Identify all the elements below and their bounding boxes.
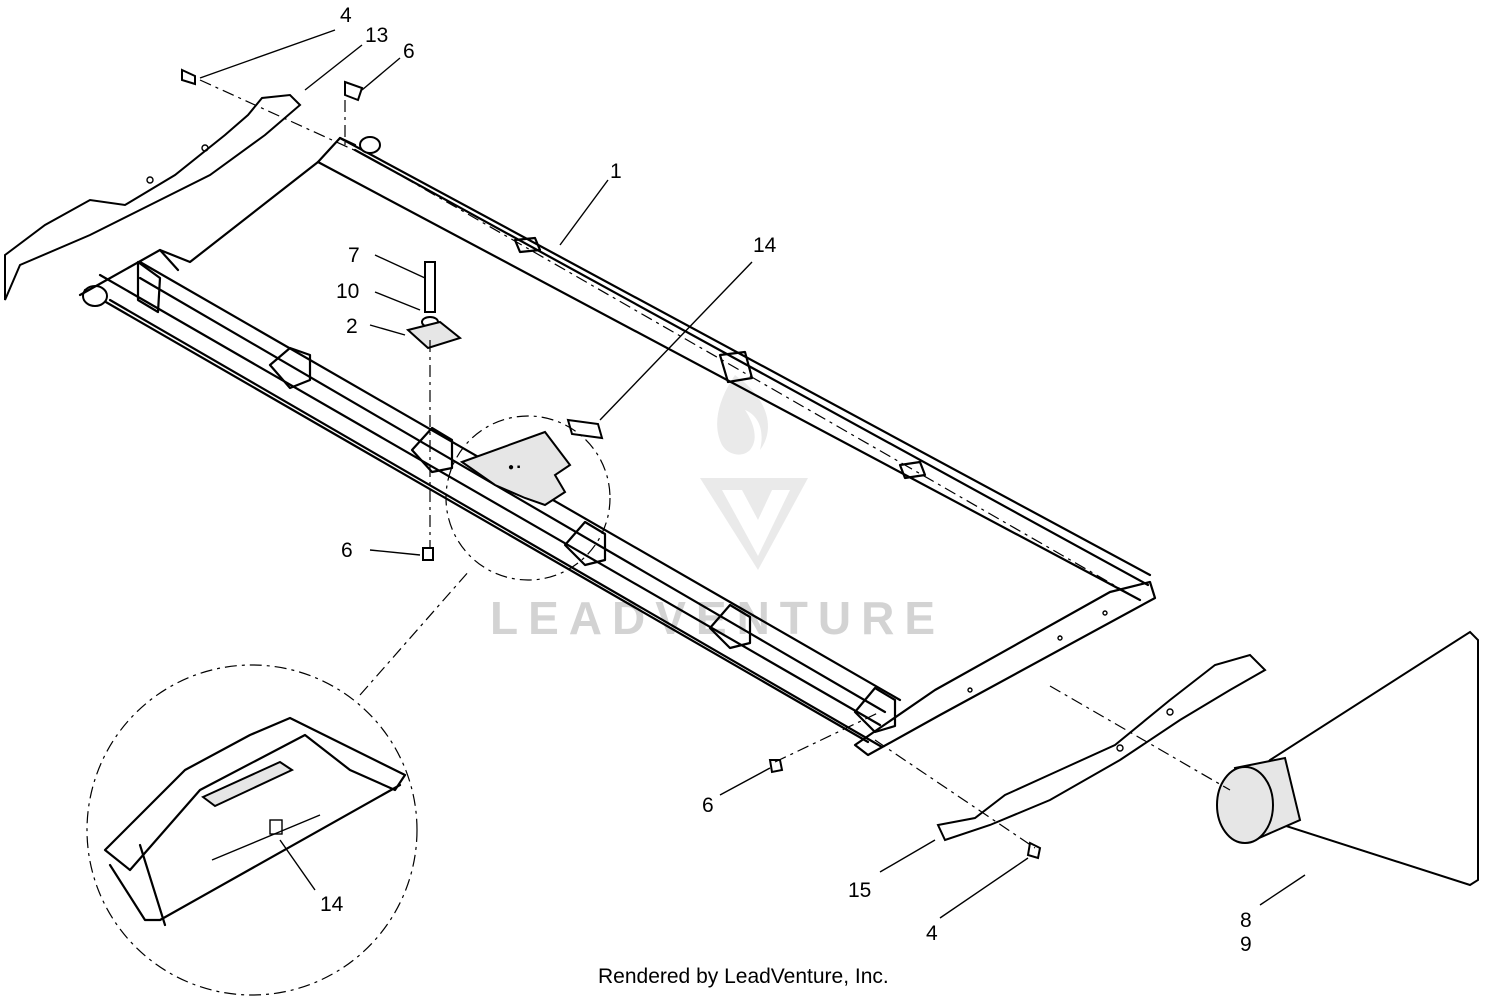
callout-leaders xyxy=(199,29,1306,919)
leadventure-watermark-logo xyxy=(700,375,808,570)
roller-assembly xyxy=(1216,630,1479,887)
callouts: 4 13 6 1 14 7 10 2 6 6 15 4 8 9 14 xyxy=(320,4,1252,956)
callout-6-left: 6 xyxy=(341,539,353,562)
callout-4-top: 4 xyxy=(340,4,352,27)
hardware xyxy=(181,68,1042,860)
callout-8: 8 xyxy=(1240,909,1252,932)
callout-1: 1 xyxy=(610,160,622,183)
left-side-panel xyxy=(4,93,302,301)
main-frame: ● ▪ xyxy=(78,136,1157,757)
callout-15: 15 xyxy=(848,879,871,902)
callout-7: 7 xyxy=(348,244,360,267)
callout-6-bottom: 6 xyxy=(702,794,714,817)
callout-14-detail: 14 xyxy=(320,893,344,916)
callout-6-top: 6 xyxy=(403,40,415,63)
callout-13: 13 xyxy=(365,24,388,47)
callout-9: 9 xyxy=(1240,933,1252,956)
callout-4-bottom: 4 xyxy=(926,922,938,945)
callout-2: 2 xyxy=(346,315,358,338)
watermark-text: LEADVENTURE xyxy=(490,592,945,644)
reference-lines xyxy=(199,79,1231,849)
callout-14-top: 14 xyxy=(753,234,777,257)
right-side-panel xyxy=(936,653,1267,842)
footer-credit: Rendered by LeadVenture, Inc. xyxy=(598,965,889,988)
callout-10: 10 xyxy=(336,280,359,303)
detail-view xyxy=(86,664,418,996)
svg-text:● ▪: ● ▪ xyxy=(508,462,521,473)
